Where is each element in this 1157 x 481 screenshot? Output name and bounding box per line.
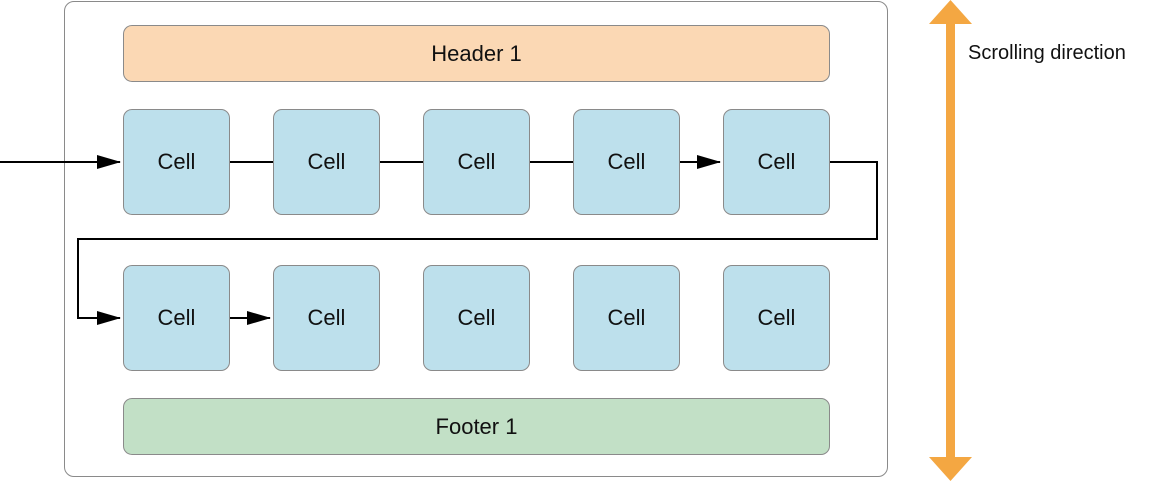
section-header-label: Header 1 [431,40,522,66]
cell-row2-2: Cell [273,265,380,371]
cell-row2-3: Cell [423,265,530,371]
section-footer: Footer 1 [123,398,830,455]
cell-row1-4: Cell [573,109,680,215]
cell-row2-1: Cell [123,265,230,371]
cell-row2-5: Cell [723,265,830,371]
cell-label: Cell [157,149,196,174]
cell-label: Cell [307,305,346,330]
cell-label: Cell [607,305,646,330]
cell-label: Cell [757,305,796,330]
scrolling-direction-label: Scrolling direction [968,42,1126,64]
cell-label: Cell [757,149,796,174]
cell-row1-3: Cell [423,109,530,215]
scroll-direction-arrow-icon [929,0,972,481]
cell-row1-5: Cell [723,109,830,215]
section-footer-label: Footer 1 [435,413,518,439]
cell-label: Cell [457,149,496,174]
cell-row1-1: Cell [123,109,230,215]
cell-label: Cell [307,149,346,174]
cell-label: Cell [607,149,646,174]
section-header: Header 1 [123,25,830,82]
cell-label: Cell [457,305,496,330]
cell-row2-4: Cell [573,265,680,371]
cell-label: Cell [157,305,196,330]
cell-row1-2: Cell [273,109,380,215]
